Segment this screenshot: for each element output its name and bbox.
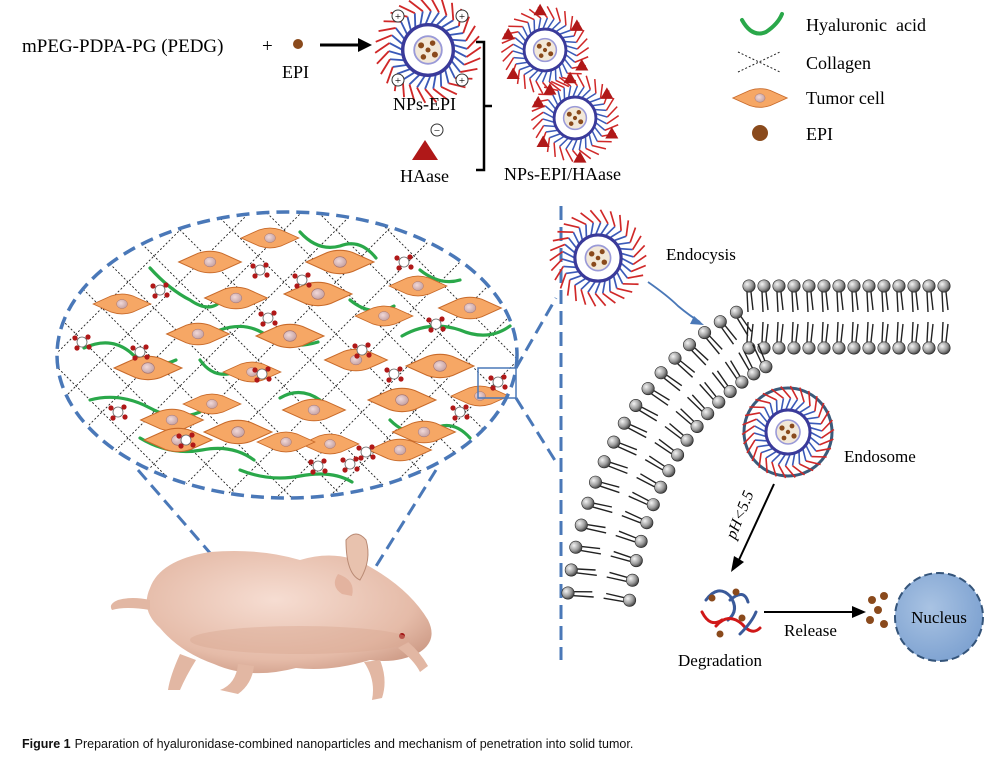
svg-text:+: + [395, 11, 401, 23]
bracket [476, 40, 492, 172]
nude-mouse-image [110, 533, 432, 700]
caption-text: Preparation of hyaluronidase-combined na… [74, 737, 634, 751]
released-epi-icon [866, 592, 888, 628]
epi-dot [293, 39, 303, 49]
release-label: Release [784, 621, 837, 640]
svg-text:+: + [395, 75, 401, 87]
epi-icon [752, 125, 768, 141]
tumor-cell-icon [732, 88, 788, 108]
collagen-icon [737, 51, 781, 73]
nucleus-label: Nucleus [911, 608, 967, 627]
haase-label: HAase [400, 166, 449, 186]
endocytosis-arrow-icon [647, 281, 701, 323]
legend-label-tumor-cell: Tumor cell [806, 88, 885, 108]
haase-icon: − [412, 123, 444, 160]
svg-text:+: + [459, 11, 465, 23]
legend: Hyaluronic acid Collagen Tumor cell EPI [732, 12, 926, 144]
arrow-right-icon [320, 38, 372, 52]
tumor-tissue-zoom [55, 210, 558, 653]
formula-label: mPEG-PDPA-PG (PEDG) [22, 36, 223, 57]
degraded-polymer-icon [700, 589, 762, 636]
degradation-label: Degradation [678, 651, 763, 670]
release-arrow-icon [764, 606, 866, 618]
epi-label: EPI [282, 62, 309, 82]
nps-epi-haase-micelle-icon [529, 72, 621, 164]
endocytosed-micelle-icon [548, 208, 648, 308]
nps-epi-haase-micelle-icon [499, 4, 591, 96]
ph-label: pH<5.5 [723, 488, 758, 542]
cell-membrane-bilayer [561, 279, 951, 607]
caption-label: Figure 1 [22, 737, 71, 751]
endosome-label: Endosome [844, 447, 916, 466]
nucleus [894, 572, 984, 662]
svg-text:+: + [459, 75, 465, 87]
positive-charge-icon: + + + + [391, 9, 469, 87]
plus-sign: + [262, 36, 273, 57]
preparation-scheme: mPEG-PDPA-PG (PEDG) + EPI + + + + NPs-EP… [22, 0, 621, 186]
nps-epi-label: NPs-EPI [393, 94, 456, 114]
endocysis-label: Endocysis [666, 245, 736, 264]
hyaluronic-acid-icon [740, 12, 784, 36]
mechanism-panel: Endocysis Endosome pH<5.5 Degrad [548, 206, 984, 670]
legend-label-hyaluronic-acid: Hyaluronic acid [806, 15, 926, 35]
legend-label-collagen: Collagen [806, 53, 871, 73]
svg-text:−: − [434, 125, 440, 137]
legend-label-epi: EPI [806, 124, 833, 144]
zoom-box [477, 367, 517, 399]
acidic-arrow-icon [731, 483, 775, 572]
nps-epi-haase-label: NPs-EPI/HAase [504, 164, 621, 184]
